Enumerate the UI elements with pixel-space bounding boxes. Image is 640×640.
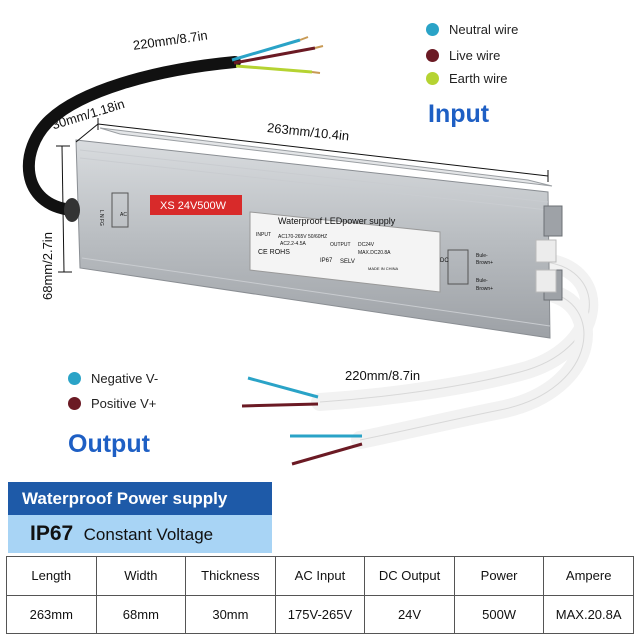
model-badge (150, 195, 242, 215)
legend-neutral: Neutral wire (426, 22, 518, 37)
voltage-mode: Constant Voltage (83, 525, 214, 544)
svg-text:Brown+: Brown+ (476, 286, 493, 292)
input-heading: Input (428, 100, 490, 128)
svg-text:CE ROHS: CE ROHS (258, 249, 290, 256)
svg-text:MAX.DC20.8A: MAX.DC20.8A (358, 250, 391, 256)
svg-text:OUTPUT: OUTPUT (330, 242, 351, 248)
svg-text:IP67: IP67 (320, 258, 333, 264)
housing-top-face (99, 127, 553, 187)
neutral-color-dot (426, 23, 439, 36)
output-gland (535, 239, 557, 263)
label-title: Waterproof LEDpower supply (278, 216, 396, 226)
output-heading: Output (68, 430, 150, 458)
height-dim: 68mm/2.7in (40, 232, 55, 300)
svg-text:DC24V: DC24V (358, 242, 375, 248)
mount-ear (543, 205, 563, 237)
ip-rating: IP67 (30, 522, 74, 545)
model-text: XS 24V500W (160, 200, 227, 212)
input-wire-live (233, 46, 316, 65)
svg-text:Bule-: Bule- (476, 253, 488, 259)
legend-label: Live wire (449, 48, 501, 63)
legend-earth: Earth wire (426, 71, 508, 86)
output-wire-pos-1 (241, 402, 319, 408)
live-color-dot (426, 49, 439, 62)
input-wire-neutral (231, 38, 301, 62)
value-power: 500W (453, 594, 545, 634)
legend-label: Negative V- (91, 371, 159, 386)
header-power: Power (453, 556, 545, 596)
header-width: Width (95, 556, 187, 596)
svg-text:SELV: SELV (340, 259, 355, 265)
legend-label: Positive V+ (91, 396, 157, 411)
output-wire-pos-2 (291, 442, 363, 466)
output-wire-neg-1 (247, 376, 319, 399)
spec-header-row: Length Width Thickness AC Input DC Outpu… (6, 556, 634, 596)
earth-color-dot (426, 72, 439, 85)
svg-text:Brown+: Brown+ (476, 260, 493, 266)
height-dim-line (61, 145, 65, 273)
legend-negative: Negative V- (68, 371, 158, 386)
header-ac-input: AC Input (274, 556, 366, 596)
value-dc-output: 24V (364, 594, 455, 634)
spec-label (249, 211, 441, 293)
svg-text:AC170-265V 50/60HZ: AC170-265V 50/60HZ (278, 234, 327, 240)
legend-live: Live wire (426, 48, 500, 63)
header-thickness: Thickness (185, 556, 276, 596)
header-length: Length (6, 556, 97, 596)
banner-title: Waterproof Power supply (8, 482, 272, 515)
banner-subtitle: IP67 Constant Voltage (8, 515, 272, 553)
length-dim-line (97, 123, 549, 177)
value-ampere: MAX.20.8A (543, 594, 634, 634)
svg-text:DC: DC (440, 258, 449, 264)
value-ac-input: 175V-265V (274, 594, 366, 634)
spec-table: Length Width Thickness AC Input DC Outpu… (6, 556, 634, 634)
input-cable (22, 56, 241, 216)
svg-text:AC2.2-4.5A: AC2.2-4.5A (280, 241, 307, 247)
value-thickness: 30mm (185, 594, 276, 634)
output-cable-dim: 220mm/8.7in (345, 368, 421, 383)
header-ampere: Ampere (543, 556, 634, 596)
input-gland (64, 198, 80, 222)
legend-label: Neutral wire (449, 22, 519, 37)
value-length: 263mm (6, 594, 97, 634)
svg-text:MADE IN CHINA: MADE IN CHINA (368, 266, 399, 271)
positive-color-dot (68, 397, 81, 410)
spec-value-row: 263mm 68mm 30mm 175V-265V 24V 500W MAX.2… (6, 594, 634, 634)
legend-positive: Positive V+ (68, 396, 156, 411)
svg-text:INPUT: INPUT (256, 232, 271, 238)
legend-label: Earth wire (449, 71, 508, 86)
svg-text:L N FG: L N FG (98, 210, 104, 226)
value-width: 68mm (95, 594, 187, 634)
svg-text:Bule-: Bule- (476, 278, 488, 284)
negative-color-dot (68, 372, 81, 385)
power-supply-illustration: XS 24V500W Waterproof LEDpower supply IN… (22, 36, 599, 466)
depth-dim-line (75, 123, 99, 143)
input-wire-earth (235, 64, 313, 74)
svg-text:AC: AC (120, 212, 127, 218)
header-dc-output: DC Output (364, 556, 455, 596)
